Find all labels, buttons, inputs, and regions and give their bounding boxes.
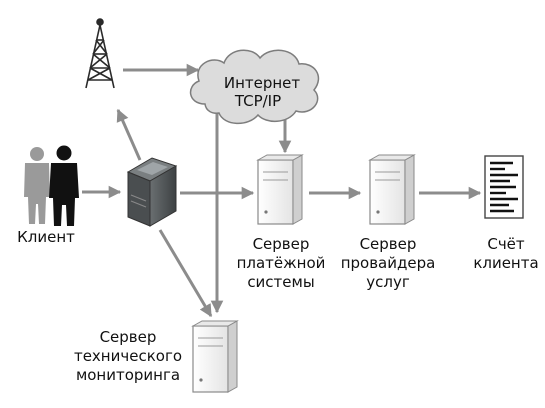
label-client: Клиент — [17, 228, 75, 246]
person-back — [24, 147, 50, 224]
arrow-terminal-to-antenna — [116, 108, 142, 161]
label-provider-server-line2: провайдера — [341, 254, 436, 272]
label-internet-line2: TCP/IP — [234, 92, 281, 110]
payment-terminal-icon — [126, 157, 178, 227]
people-icon — [24, 145, 79, 226]
arrow-terminal-to-monitoring-server — [158, 229, 213, 318]
server-icon-payment-system — [256, 154, 304, 225]
server-icon-provider — [368, 154, 416, 225]
label-payment-server-line1: Сервер — [253, 235, 310, 253]
document-icon — [484, 155, 524, 219]
label-monitoring-line2: технического — [74, 347, 182, 365]
cloud-icon — [189, 49, 320, 125]
server-icon-monitoring — [191, 320, 239, 393]
label-monitoring-line1: Сервер — [100, 328, 157, 346]
label-account-line2: клиента — [473, 254, 538, 272]
antenna-tower-icon — [85, 18, 115, 89]
connection-arrows — [82, 63, 482, 318]
person-front — [49, 145, 79, 226]
label-account-line1: Счёт — [487, 235, 525, 253]
label-payment-server-line3: системы — [247, 273, 314, 291]
label-internet-line1: Интернет — [224, 74, 301, 92]
label-provider-server-line3: услуг — [366, 273, 410, 291]
label-payment-server-line2: платёжной — [237, 254, 326, 272]
label-monitoring-line3: мониторинга — [76, 366, 180, 384]
label-provider-server-line1: Сервер — [360, 235, 417, 253]
